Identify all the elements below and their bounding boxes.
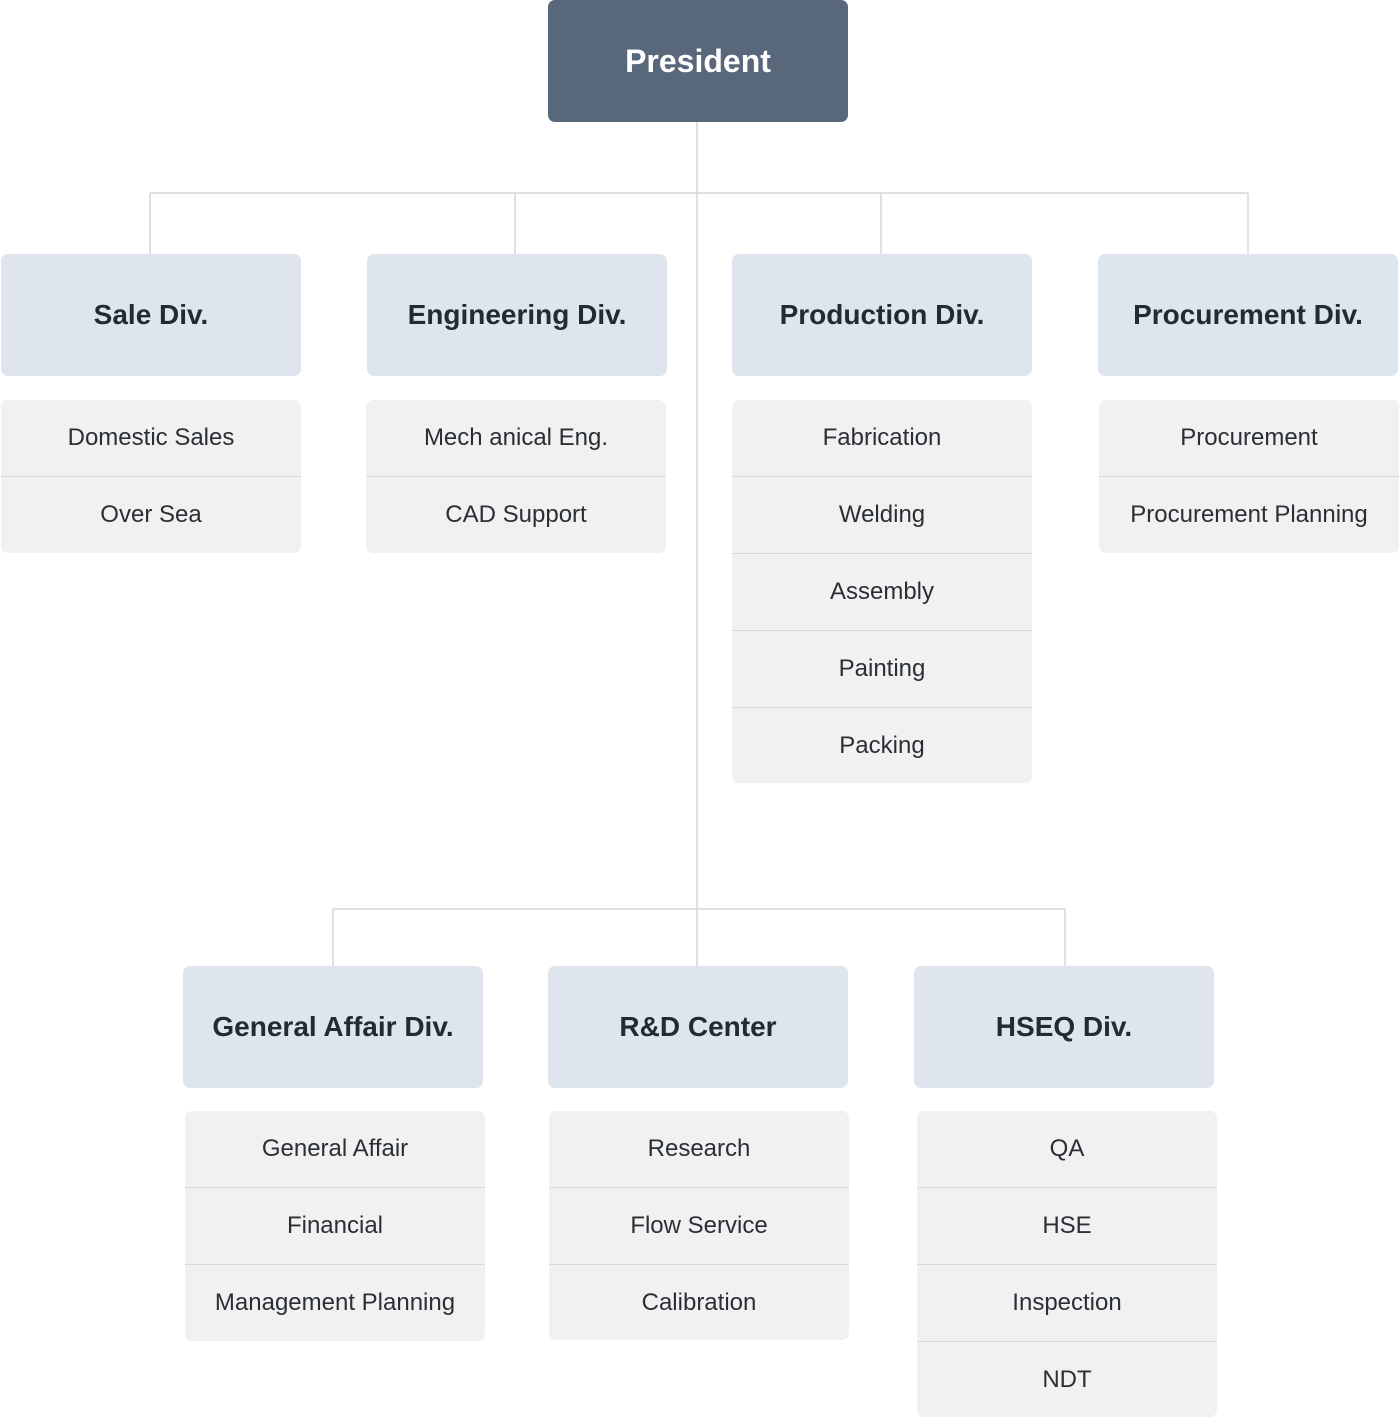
hseq-division-units: QA HSE Inspection NDT: [917, 1111, 1217, 1417]
unit-item: Fabrication: [822, 424, 942, 451]
unit-item: Domestic Sales: [67, 424, 235, 451]
division-label: Production Div.: [779, 299, 985, 330]
unit-item: CAD Support: [366, 476, 666, 553]
general-affair-division-units: General Affair Financial Management Plan…: [185, 1111, 485, 1341]
unit-item: Research: [647, 1135, 751, 1162]
engineering-division-units: Mech anical Eng. CAD Support: [366, 400, 666, 553]
production-division-units: Fabrication Welding Assembly Painting Pa…: [732, 400, 1032, 783]
production-division-node: Production Div.: [732, 254, 1032, 376]
hseq-division-node: HSEQ Div.: [914, 966, 1214, 1088]
sale-division-node: Sale Div.: [1, 254, 301, 376]
rnd-center-node: R&D Center: [548, 966, 848, 1088]
sale-division-units: Domestic Sales Over Sea: [1, 400, 301, 553]
unit-item: Painting: [732, 630, 1032, 707]
procurement-division-units: Procurement Procurement Planning: [1099, 400, 1399, 553]
unit-item: Management Planning: [185, 1264, 485, 1341]
division-label: R&D Center: [619, 1011, 777, 1042]
unit-item: General Affair: [261, 1135, 409, 1162]
procurement-division-node: Procurement Div.: [1098, 254, 1398, 376]
president-node: President: [548, 0, 848, 122]
unit-item: QA: [1049, 1135, 1085, 1162]
unit-item: Assembly: [732, 553, 1032, 630]
unit-item: Procurement Planning: [1099, 476, 1399, 553]
unit-item: NDT: [917, 1341, 1217, 1417]
division-label: Engineering Div.: [407, 299, 627, 330]
engineering-division-node: Engineering Div.: [367, 254, 667, 376]
division-label: Sale Div.: [93, 299, 209, 330]
unit-item: Calibration: [549, 1264, 849, 1340]
unit-item: Over Sea: [1, 476, 301, 553]
president-label: President: [625, 42, 771, 79]
general-affair-division-node: General Affair Div.: [183, 966, 483, 1088]
unit-item: Procurement: [1180, 424, 1318, 451]
rnd-center-units: Research Flow Service Calibration: [549, 1111, 849, 1340]
division-label: General Affair Div.: [212, 1011, 454, 1042]
unit-item: Welding: [732, 476, 1032, 553]
unit-item: Packing: [732, 707, 1032, 783]
unit-item: Inspection: [917, 1264, 1217, 1341]
division-label: Procurement Div.: [1133, 299, 1363, 330]
division-label: HSEQ Div.: [995, 1011, 1133, 1042]
unit-item: Flow Service: [549, 1187, 849, 1264]
unit-item: Financial: [185, 1187, 485, 1264]
unit-item: HSE: [917, 1187, 1217, 1264]
unit-item: Mech anical Eng.: [423, 424, 609, 451]
